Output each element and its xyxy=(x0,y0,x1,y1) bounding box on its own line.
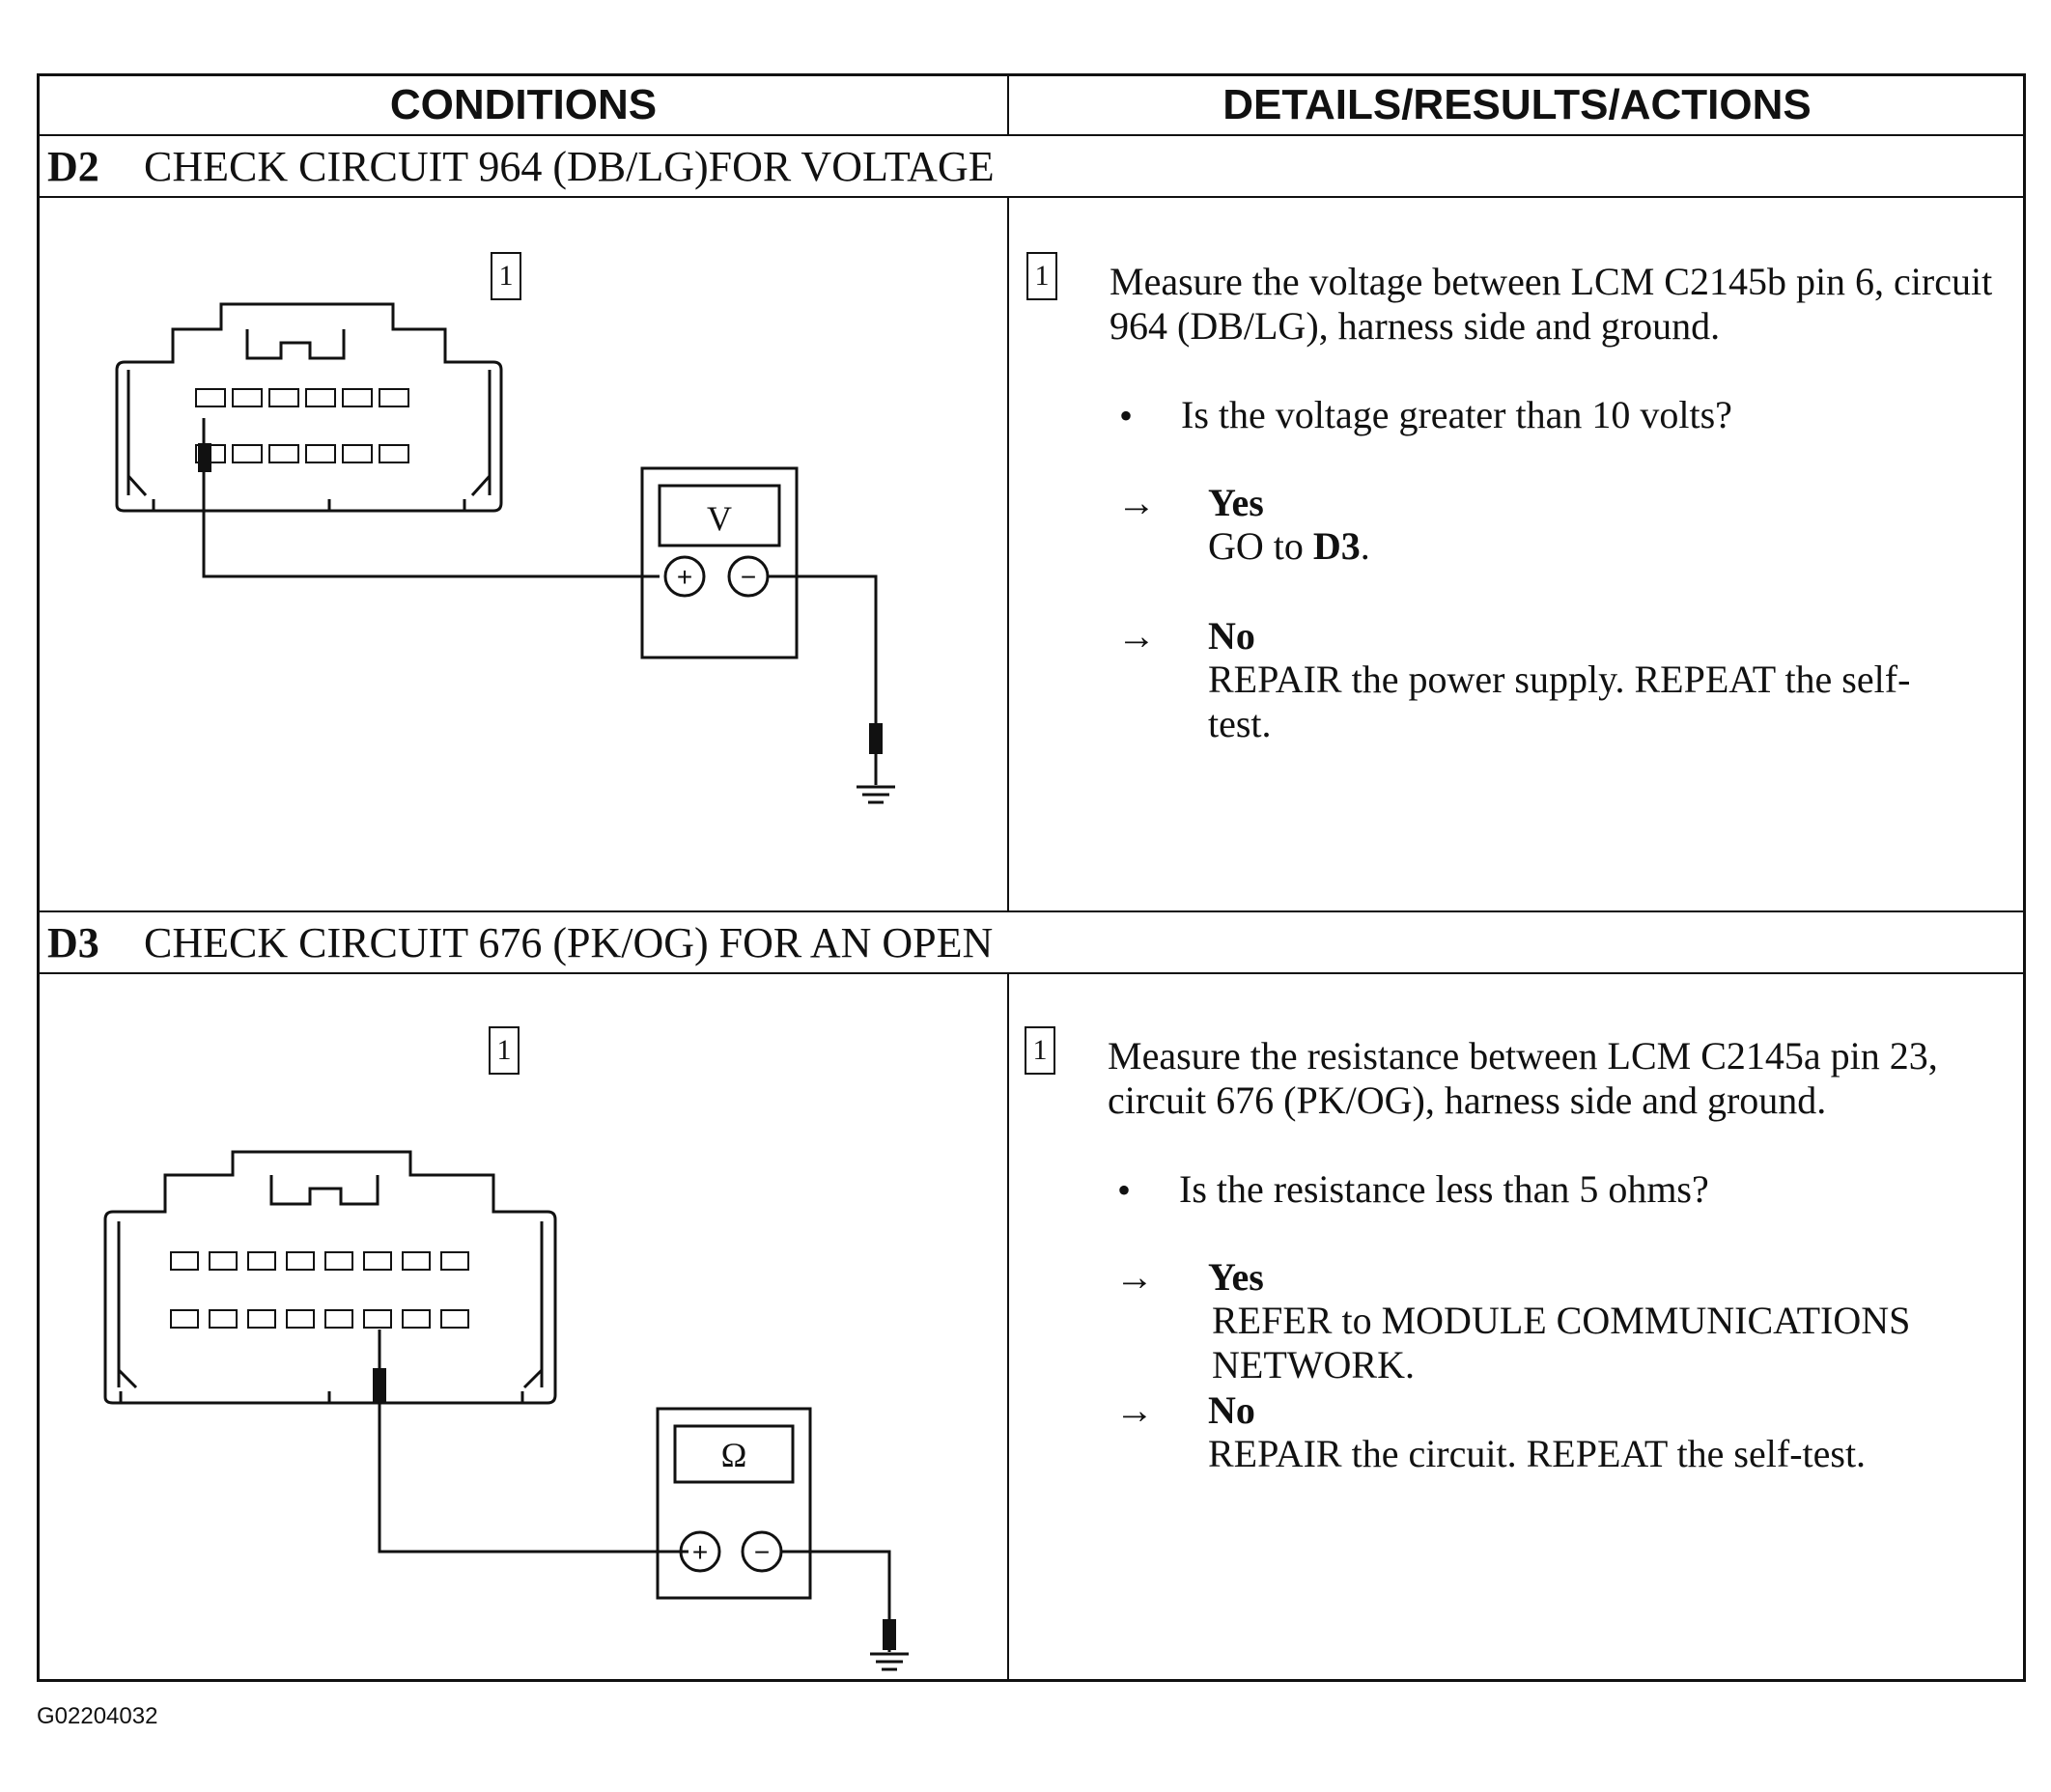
ground-probe xyxy=(869,723,883,754)
row-line xyxy=(40,910,2023,912)
minus-sign: − xyxy=(754,1537,770,1567)
step-instruction: Measure the voltage between LCM C2145b p… xyxy=(1110,260,1993,348)
arrow-icon: → xyxy=(1115,1255,1154,1299)
multimeter xyxy=(656,1407,812,1600)
step-title: CHECK CIRCUIT 964 (DB/LG)FOR VOLTAGE xyxy=(144,143,995,190)
ground-lead xyxy=(768,574,878,725)
callout-box: 1 xyxy=(491,252,521,300)
step-instruction: Measure the resistance between LCM C2145… xyxy=(1108,1034,1938,1122)
yes-action: REFER to MODULE COMMUNICATIONS NETWORK. xyxy=(1212,1299,1911,1386)
conditions-header: CONDITIONS xyxy=(389,81,658,128)
no-action: REPAIR the circuit. REPEAT the self-test… xyxy=(1208,1432,1867,1475)
d3-resistance-test-diagram: Ω + − xyxy=(103,1150,909,1671)
plus-terminal xyxy=(679,1530,721,1573)
yes-action-text: GO to xyxy=(1208,524,1313,568)
no-label: No xyxy=(1208,614,1255,658)
step-id: D3 xyxy=(47,919,99,966)
ground-lead xyxy=(781,1550,891,1621)
connector-pins xyxy=(195,388,409,463)
column-divider xyxy=(1007,972,1009,1682)
ground-symbol xyxy=(870,1652,909,1671)
plus-sign: + xyxy=(692,1537,708,1567)
step-d2-title-row: D2 CHECK CIRCUIT 964 (DB/LG)FOR VOLTAGE xyxy=(40,136,2023,198)
figure-id: G02204032 xyxy=(37,1703,158,1729)
callout-box: 1 xyxy=(489,1026,520,1075)
d2-voltage-test-diagram: V + − xyxy=(115,302,895,804)
arrow-icon: → xyxy=(1117,614,1156,658)
callout-box: 1 xyxy=(1026,252,1057,300)
arrow-icon: → xyxy=(1115,1388,1154,1432)
row-line xyxy=(40,972,2023,974)
connector-housing xyxy=(103,1150,557,1405)
multimeter xyxy=(640,466,799,659)
step-d3-title-row: D3 CHECK CIRCUIT 676 (PK/OG) FOR AN OPEN xyxy=(40,912,2023,974)
yes-action-suffix: . xyxy=(1360,524,1370,568)
meter-symbol: V xyxy=(707,499,732,538)
row-line xyxy=(40,134,2023,136)
bullet-icon: • xyxy=(1119,394,1134,437)
yes-action-step: D3 xyxy=(1312,524,1361,568)
step-question: Is the voltage greater than 10 volts? xyxy=(1181,393,1732,436)
step-question: Is the resistance less than 5 ohms? xyxy=(1179,1167,1709,1211)
no-action: REPAIR the power supply. REPEAT the self… xyxy=(1208,658,1911,745)
step-title: CHECK CIRCUIT 676 (PK/OG) FOR AN OPEN xyxy=(144,919,994,966)
header-divider xyxy=(1007,76,1009,134)
connector-housing xyxy=(115,302,503,513)
meter-display xyxy=(673,1424,795,1484)
minus-sign: − xyxy=(741,562,756,592)
step-id: D2 xyxy=(47,143,99,190)
ground-probe xyxy=(883,1619,896,1650)
probe-tip xyxy=(198,443,211,472)
plus-sign: + xyxy=(677,562,692,592)
callout-box: 1 xyxy=(1025,1026,1055,1075)
bullet-icon: • xyxy=(1117,1168,1132,1212)
yes-label: Yes xyxy=(1208,1255,1264,1299)
ground-symbol xyxy=(857,785,895,804)
meter-display xyxy=(658,484,781,547)
connector-pins xyxy=(170,1251,469,1329)
no-label: No xyxy=(1208,1388,1255,1432)
arrow-icon: → xyxy=(1117,481,1156,524)
test-lead xyxy=(378,1330,688,1554)
yes-label: Yes xyxy=(1208,481,1264,524)
probe-tip xyxy=(373,1368,386,1403)
details-header: DETAILS/RESULTS/ACTIONS xyxy=(1222,81,1812,128)
yes-action: GO to D3. xyxy=(1208,524,1370,569)
meter-symbol: Ω xyxy=(721,1436,747,1474)
plus-terminal xyxy=(663,555,706,598)
row-line xyxy=(40,196,2023,198)
test-lead xyxy=(202,418,660,578)
column-divider xyxy=(1007,196,1009,910)
